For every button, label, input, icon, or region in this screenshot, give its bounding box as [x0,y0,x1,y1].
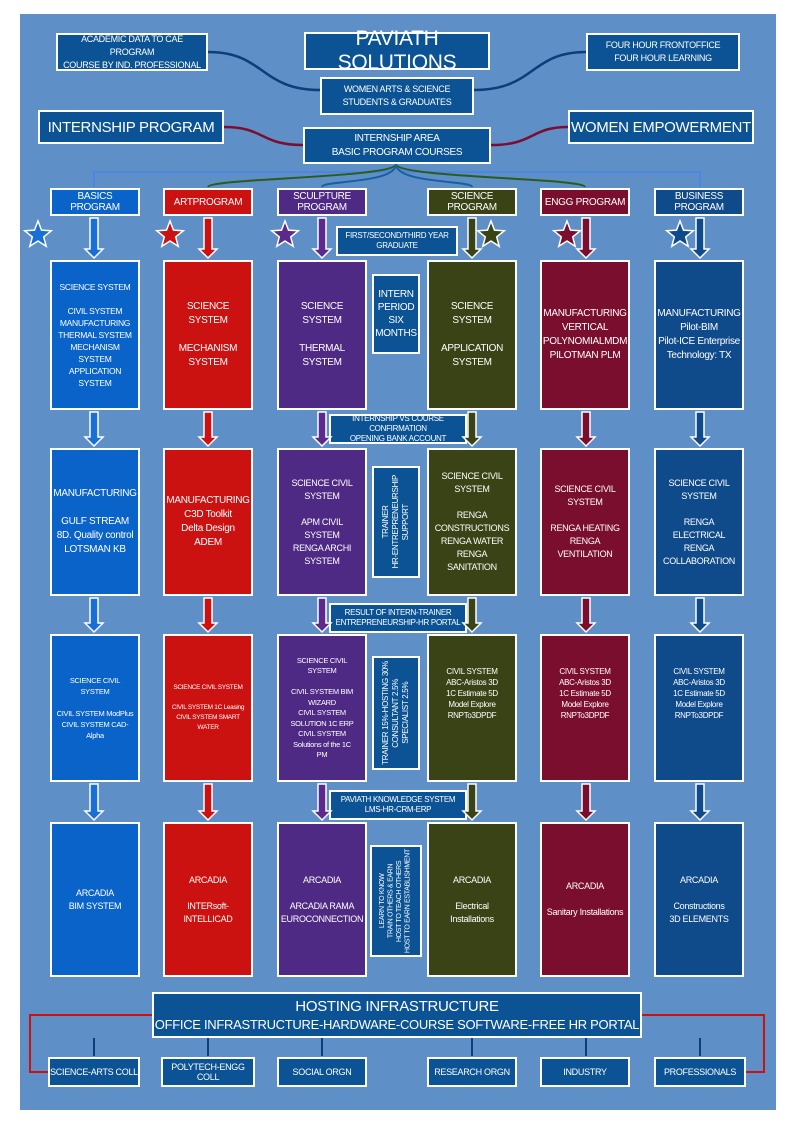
confirmation-note: INTERNSHIP VS COURSE CONFIRMATION OPENIN… [329,414,467,444]
program-science: SCIENCE PROGRAM [427,188,517,216]
internship-program-box: INTERNSHIP PROGRAM [38,110,224,144]
science-row4-block: ARCADIA Electrical Installations [427,822,517,977]
basics-row3-block: SCIENCE CIVIL SYSTEM CIVIL SYSTEM ModPlu… [50,634,140,782]
art-row3-block: SCIENCE CIVIL SYSTEM CIVIL SYSTEM 1C Lea… [163,634,253,782]
star-icon-engg [551,218,583,248]
art-row4-block: ARCADIA INTERsoft-INTELLICAD [163,822,253,977]
program-engg: ENGG PROGRAM [540,188,630,216]
sculpture-row3-block: SCIENCE CIVIL SYSTEM CIVIL SYSTEM BIM WI… [277,634,367,782]
footer-social: SOCIAL ORGN [277,1057,367,1087]
business-row2-block: SCIENCE CIVIL SYSTEM RENGA ELECTRICAL RE… [654,448,744,596]
engg-row2-block: SCIENCE CIVIL SYSTEM RENGA HEATING RENGA… [540,448,630,596]
hosting-infrastructure-box: HOSTING INFRASTRUCTURE OFFICE INFRASTRUC… [152,992,642,1038]
basics-row1-block: SCIENCE SYSTEM CIVIL SYSTEM MANUFACTURIN… [50,260,140,410]
down-arrow-icon-sculpture-3 [311,597,333,634]
learn-note: LEARN TO KNOW TRAIN OTHERS & EARN HOST T… [370,845,422,957]
down-arrow-icon-art-1 [197,217,219,260]
down-arrow-icon-business-2 [689,411,711,448]
result-note: RESULT OF INTERN-TRAINER ENTREPRENEURSHI… [329,603,467,633]
down-arrow-icon-sculpture-4 [311,783,333,822]
women-students-note: WOMEN ARTS & SCIENCE STUDENTS & GRADUATE… [320,77,474,115]
art-row2-block: MANUFACTURING C3D Toolkit Delta Design A… [163,448,253,596]
footer-science-arts: SCIENCE-ARTS COLL [48,1057,140,1087]
footer-research: RESEARCH ORGN [427,1057,517,1087]
sculpture-row1-block: SCIENCE SYSTEM THERMAL SYSTEM [277,260,367,410]
footer-professionals: PROFESSIONALS [654,1057,746,1087]
diagram-title: PAVIATH SOLUTIONS [304,27,490,74]
sculpture-row4-block: ARCADIA ARCADIA RAMA EUROCONNECTION [277,822,367,977]
academic-note: ACADEMIC DATA TO CAE PROGRAM COURSE BY I… [56,33,208,71]
program-business: BUSINESS PROGRAM [654,188,744,216]
footer-industry: INDUSTRY [540,1057,630,1087]
down-arrow-icon-sculpture-1 [311,217,333,260]
star-icon-art [154,218,186,248]
down-arrow-icon-science-4 [461,783,483,822]
intern-period-note: INTERN PERIOD SIX MONTHS [372,274,420,354]
down-arrow-icon-science-2 [461,411,483,448]
down-arrow-icon-basics-2 [83,411,105,448]
down-arrow-icon-business-3 [689,597,711,634]
trainer-note: TRAINER HR-ENTREPRENEURSHIP SUPPORT [372,466,420,578]
hosting-subtitle: OFFICE INFRASTRUCTURE-HARDWARE-COURSE SO… [154,1016,640,1032]
art-row1-block: SCIENCE SYSTEM MECHANISM SYSTEM [163,260,253,410]
business-row3-block: CIVIL SYSTEM ABC-Aristos 3D 1C Estimate … [654,634,744,782]
business-row1-block: MANUFACTURING Pilot-BIM Pilot-ICE Enterp… [654,260,744,410]
sculpture-row2-block: SCIENCE CIVIL SYSTEM APM CIVIL SYSTEM RE… [277,448,367,596]
graduate-note: FIRST/SECOND/THIRD YEAR GRADUATE [336,226,458,256]
down-arrow-icon-engg-4 [575,783,597,822]
four-hour-note: FOUR HOUR FRONTOFFICE FOUR HOUR LEARNING [586,33,740,71]
down-arrow-icon-science-3 [461,597,483,634]
internship-area-box: INTERNSHIP AREA BASIC PROGRAM COURSES [303,127,491,164]
knowledge-system-note: PAVIATH KNOWLEDGE SYSTEM LMS-HR-CRM-ERP [329,790,467,820]
down-arrow-icon-engg-3 [575,597,597,634]
footer-polytech: POLYTECH-ENGG COLL [161,1057,255,1087]
program-basics: BASICS PROGRAM [50,188,140,216]
business-row4-block: ARCADIA Constructions 3D ELEMENTS [654,822,744,977]
hosting-split-note: TRAINER 15%-HOSTING 30% CONSULTANT 2.5% … [372,656,420,770]
basics-row4-block: ARCADIA BIM SYSTEM [50,822,140,977]
science-row2-block: SCIENCE CIVIL SYSTEM RENGA CONSTRUCTIONS… [427,448,517,596]
down-arrow-icon-basics-4 [83,783,105,822]
science-row3-block: CIVIL SYSTEM ABC-Aristos 3D 1C Estimate … [427,634,517,782]
down-arrow-icon-art-4 [197,783,219,822]
engg-row1-block: MANUFACTURING VERTICAL POLYNOMIALMDM PIL… [540,260,630,410]
program-art: ARTPROGRAM [163,188,253,216]
down-arrow-icon-science-1 [461,217,483,260]
down-arrow-icon-basics-1 [83,217,105,260]
down-arrow-icon-business-1 [689,217,711,260]
down-arrow-icon-art-3 [197,597,219,634]
star-icon-business [664,218,696,248]
hosting-title: HOSTING INFRASTRUCTURE [295,997,499,1015]
engg-row3-block: CIVIL SYSTEM ABC-Aristos 3D 1C Estimate … [540,634,630,782]
engg-row4-block: ARCADIA Sanitary Installations [540,822,630,977]
program-sculpture: SCULPTURE PROGRAM [277,188,367,216]
women-empowerment-box: WOMEN EMPOWERMENT [568,110,754,144]
down-arrow-icon-business-4 [689,783,711,822]
down-arrow-icon-sculpture-2 [311,411,333,448]
down-arrow-icon-basics-3 [83,597,105,634]
down-arrow-icon-art-2 [197,411,219,448]
star-icon-sculpture [269,218,301,248]
star-icon-basics [22,218,54,248]
down-arrow-icon-engg-2 [575,411,597,448]
basics-row2-block: MANUFACTURING GULF STREAM 8D. Quality co… [50,448,140,596]
star-icon-science [475,218,507,248]
down-arrow-icon-engg-1 [575,217,597,260]
science-row1-block: SCIENCE SYSTEM APPLICATION SYSTEM [427,260,517,410]
